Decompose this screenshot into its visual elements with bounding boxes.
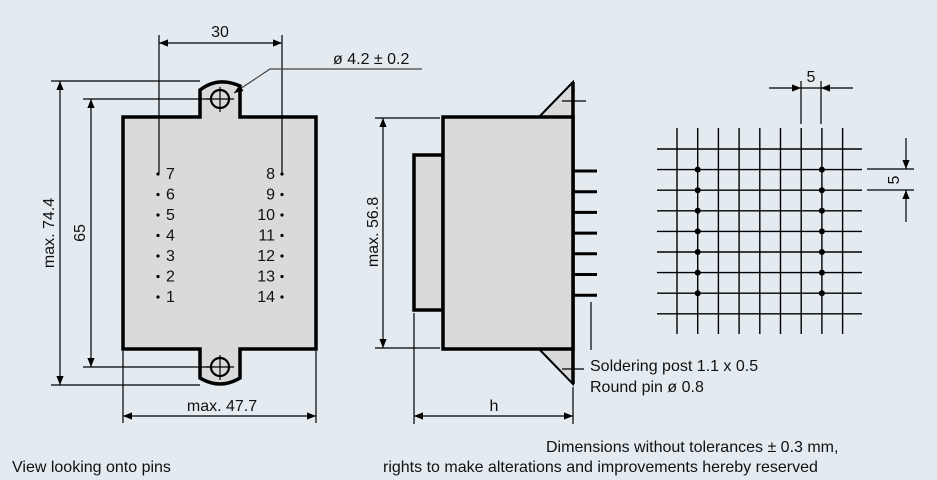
side-pins [573, 169, 597, 297]
grid-horizontal-pitch-label: 5 [807, 69, 816, 86]
pin-label: 4 [166, 228, 175, 245]
pin-dot [156, 213, 160, 217]
coil-block [412, 153, 445, 312]
pcb-grid-view: 5 5 [657, 69, 914, 334]
hole-diameter-callout: ø 4.2 ± 0.2 [233, 51, 422, 94]
grid-vertical-pitch-label: 5 [886, 175, 903, 184]
grid-pin-dot [818, 249, 825, 255]
pin-dot [280, 274, 284, 279]
transformer-body-outline [121, 80, 318, 386]
round-pin-note: Round pin ø 0.8 [590, 379, 704, 396]
bottom-flange [536, 348, 574, 387]
side-view: max. 56.8 h Soldering post 1.1 x 0.5 Rou… [365, 79, 758, 424]
hole-pitch-label: 65 [72, 224, 89, 242]
pin-spacing-dimension: 30 [158, 24, 283, 173]
pin-dot [156, 192, 160, 197]
pin-dot [156, 233, 160, 238]
tolerance-note: Dimensions without tolerances ± 0.3 mm, [546, 439, 839, 456]
pin-dot [280, 233, 284, 238]
left-pin-column: 7 6 5 4 3 2 1 [156, 166, 175, 306]
pin-dot [280, 192, 284, 197]
pin-dot [156, 172, 160, 176]
grid-pin-dot [694, 290, 701, 297]
pin-label: 3 [166, 248, 175, 265]
hole-pitch-dimension: 65 [72, 98, 210, 368]
grid-pin-dot [694, 187, 701, 194]
grid-pin-dot [818, 187, 825, 194]
pin-label: 9 [266, 187, 275, 204]
pin-dot [156, 254, 160, 258]
depth-dimension: h [413, 313, 574, 424]
core-body [441, 115, 575, 351]
pin-label: 11 [258, 228, 275, 245]
pin-label: 13 [257, 269, 275, 286]
pin-dot [156, 295, 160, 299]
pin-label: 2 [166, 269, 175, 286]
view-caption: View looking onto pins [12, 459, 171, 476]
right-pin-column: 8 9 10 11 12 13 14 [257, 166, 284, 306]
pin-dot [156, 274, 160, 279]
grid-pin-dot [818, 166, 825, 173]
front-view: 30 ø 4.2 ± 0.2 max. 74.4 65 max. 47.7 [41, 24, 422, 423]
pin-positions [694, 166, 825, 297]
mounting-hole-bottom [206, 355, 234, 380]
pin-label: 6 [166, 187, 175, 204]
soldering-post-note: Soldering post 1.1 x 0.5 [590, 358, 758, 375]
pin-label: 8 [266, 166, 275, 183]
side-height-label: max. 56.8 [365, 197, 382, 267]
mounting-hole-top [206, 87, 234, 112]
pin-label: 5 [166, 207, 175, 224]
pin-spacing-label: 30 [211, 24, 229, 41]
pin-dot [280, 172, 284, 176]
grid-pin-dot [818, 269, 825, 276]
rights-note: rights to make alterations and improveme… [383, 459, 818, 476]
pin-dot [280, 254, 284, 258]
pin-dot [280, 295, 284, 299]
side-height-dimension: max. 56.8 [365, 117, 440, 349]
grid-pin-dot [818, 228, 825, 235]
hole-diameter-label: ø 4.2 ± 0.2 [333, 51, 409, 68]
pin-label: 10 [257, 207, 275, 224]
pin-label: 1 [166, 289, 175, 306]
width-dimension: max. 47.7 [122, 351, 317, 423]
grid-vertical-pitch-dimension: 5 [867, 138, 914, 222]
depth-label: h [490, 398, 499, 415]
grid-pin-dot [818, 207, 825, 214]
grid-pin-dot [694, 269, 701, 276]
grid-horizontal-pitch-dimension: 5 [769, 69, 853, 124]
pin-label: 7 [166, 166, 175, 183]
grid-pin-dot [818, 290, 825, 297]
grid-pin-dot [694, 207, 701, 214]
grid-pin-dot [694, 166, 701, 173]
pin-label: 14 [257, 289, 275, 306]
grid-pin-dot [694, 228, 701, 235]
grid-lines [657, 128, 862, 334]
overall-height-label: max. 74.4 [41, 198, 58, 268]
width-label: max. 47.7 [187, 398, 257, 415]
pin-label: 12 [257, 248, 275, 265]
overall-height-dimension: max. 74.4 [41, 80, 200, 386]
top-flange [536, 79, 574, 118]
pin-dot [280, 213, 284, 217]
grid-pin-dot [694, 249, 701, 255]
